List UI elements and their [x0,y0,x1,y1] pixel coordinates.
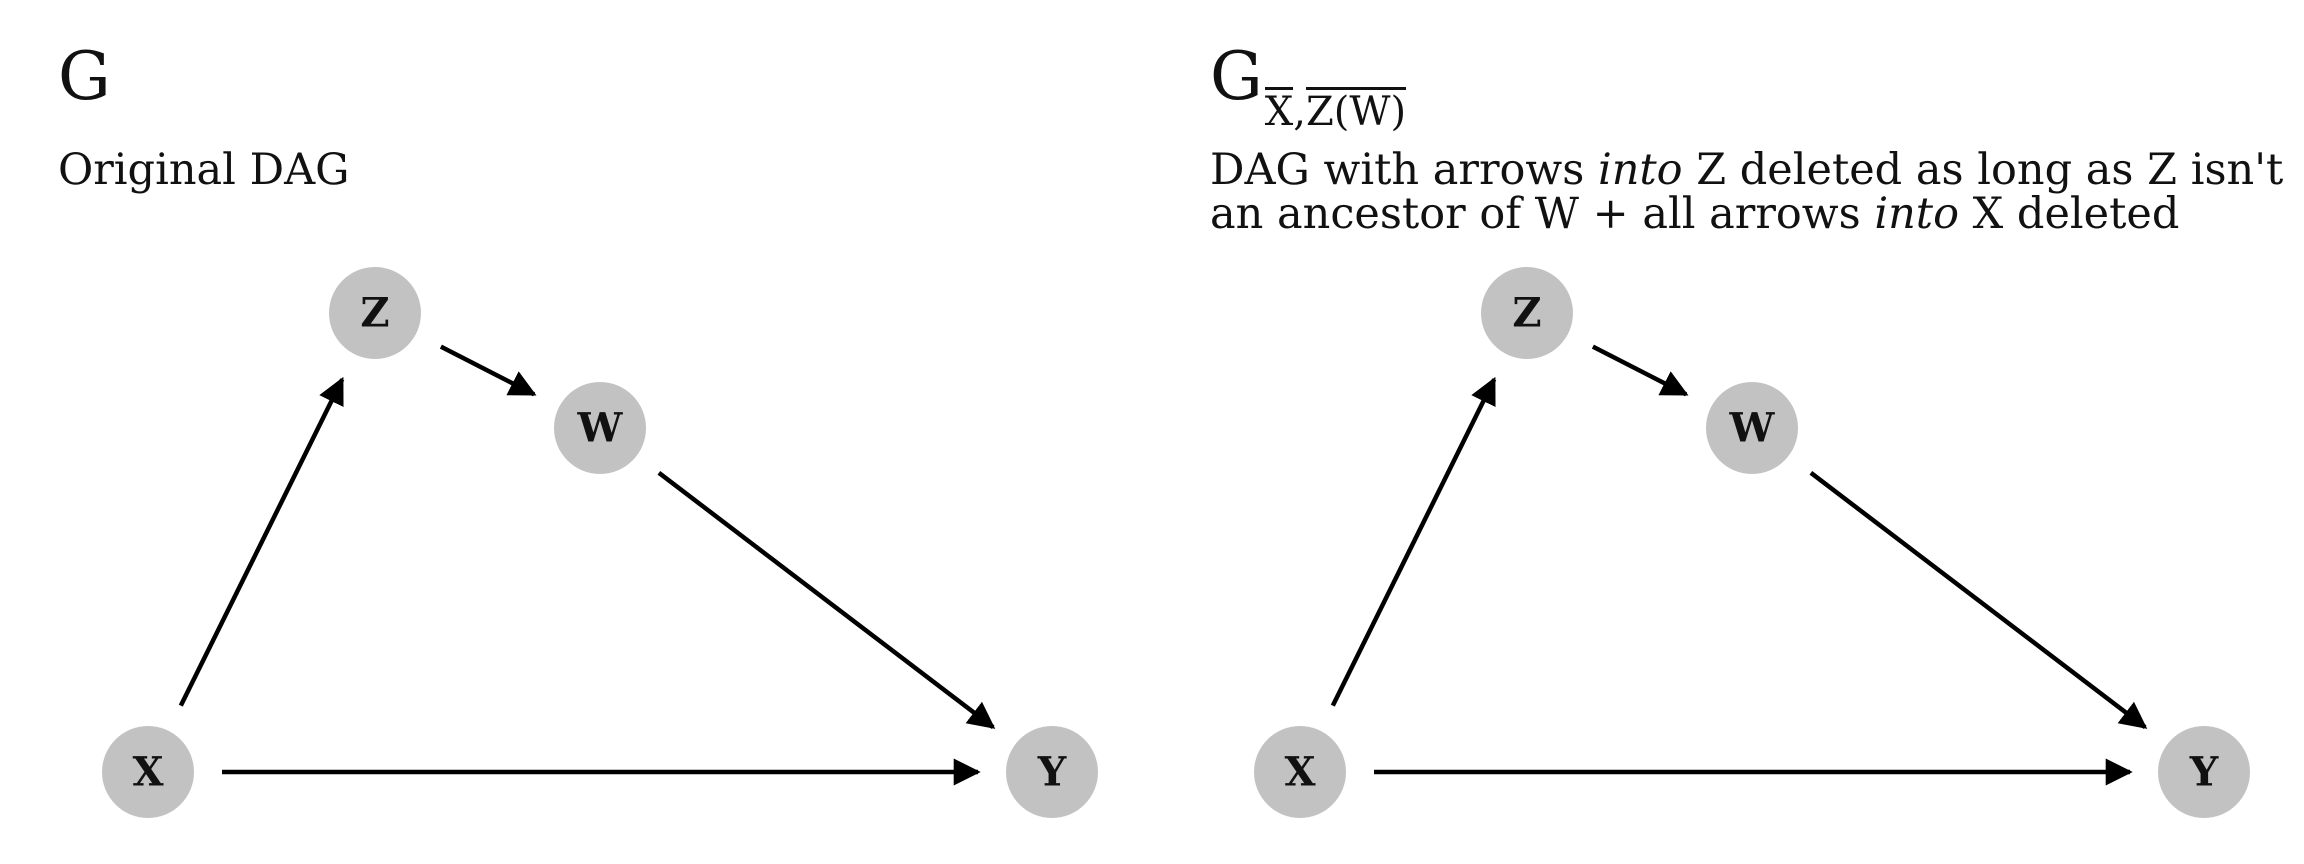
node-label: Z [360,290,389,337]
title-subscript: X,Z(W) [1264,87,1407,135]
subscript-separator: , [1293,89,1306,135]
edge-z-to-w [439,344,537,397]
node-label: Y [2189,749,2219,796]
node-label: X [1284,749,1315,796]
edge-x-to-z [1330,376,1497,707]
subscript-x-overline: X [1264,87,1294,135]
node-label: X [132,749,163,796]
description-text-2: Z deleted as long as Z isn't an ancestor… [1210,145,2284,239]
node-circle [1706,382,1798,474]
panel-description: Original DAG [58,145,350,195]
title-main: G [58,38,111,115]
node-circle [102,726,194,818]
description-emphasis-2: into [1874,189,1959,239]
node-label: Y [1037,749,1067,796]
dag-diagram: Z W X Y [1254,267,2250,818]
description-text-1: DAG with arrows [1210,145,1598,195]
dag-diagram: Z W X Y [102,267,1098,818]
title-main: G [1210,38,1263,115]
node-x: X [102,726,194,818]
panel-title: GX,Z(W) [1210,44,1407,135]
node-z: Z [1481,267,1573,359]
node-circle [1254,726,1346,818]
node-y: Y [1006,726,1098,818]
edge-z-to-w [1591,344,1689,397]
node-z: Z [329,267,421,359]
original-dag-panel: G Original DAG Z W X Y [58,44,1098,818]
node-circle [1006,726,1098,818]
edge-w-to-y [657,471,996,729]
node-w: W [1706,382,1798,474]
panel-title: G [58,44,111,110]
node-y: Y [2158,726,2250,818]
node-circle [1481,267,1573,359]
node-circle [329,267,421,359]
node-circle [554,382,646,474]
panel-description: DAG with arrows into Z deleted as long a… [1210,148,2304,236]
description-emphasis-1: into [1597,145,1683,195]
subscript-zw-overline: Z(W) [1305,87,1407,135]
edge-x-to-z [178,376,345,707]
node-label: W [577,405,624,452]
modified-dag-panel: GX,Z(W) DAG with arrows into Z deleted a… [1152,0,2304,864]
description-text-3: X deleted [1958,189,2180,239]
node-circle [2158,726,2250,818]
edge-w-to-y [1809,471,2148,729]
node-label: W [1729,405,1776,452]
node-x: X [1254,726,1346,818]
node-w: W [554,382,646,474]
node-label: Z [1512,290,1541,337]
